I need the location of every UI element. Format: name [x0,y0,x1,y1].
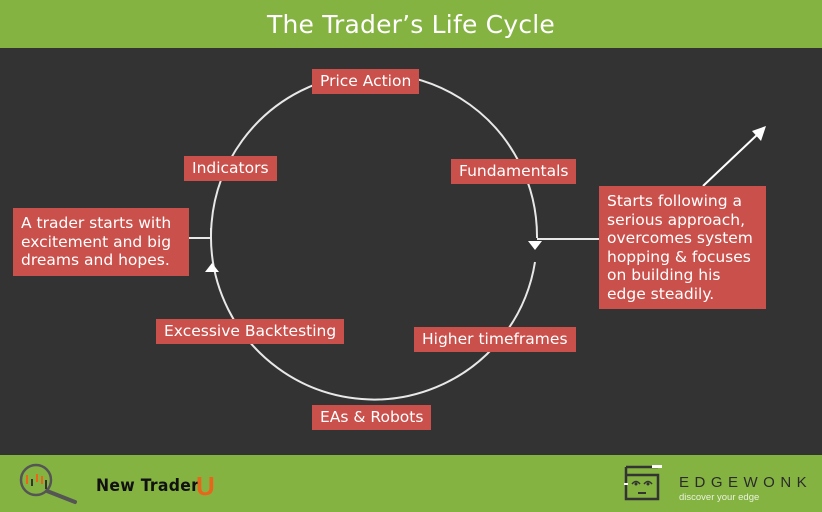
page-title: The Trader’s Life Cycle [266,9,555,39]
start-note: A trader starts with excitement and big … [13,208,189,276]
stage-higher-timeframes: Higher timeframes [414,327,576,352]
stage-excessive-backtesting: Excessive Backtesting [156,319,345,344]
title-bar: The Trader’s Life Cycle [0,0,822,48]
exit-arrow-line [702,133,759,187]
edgewonk-tagline: discover your edge [679,492,760,503]
footer-bar [0,455,822,512]
start-connector [188,228,212,239]
arrow-up-right-icon [752,126,766,141]
stage-price-action: Price Action [312,69,420,94]
stage-indicators: Indicators [184,156,277,181]
stage-eas-robots: EAs & Robots [312,405,432,430]
edgewonk-robot-logo-icon [624,465,662,501]
arrow-up-icon [205,263,219,272]
new-trader-u-logo-accent: U [196,471,215,501]
arrow-down-icon [528,241,542,250]
magnifier-chart-logo-icon [19,463,77,504]
stage-fundamentals: Fundamentals [451,159,577,184]
new-trader-u-logo-text: New Trader [96,476,200,496]
cycle-arc [210,72,539,401]
exit-note: Starts following a serious approach, ove… [599,186,766,309]
edgewonk-logo-text: EDGEWONK [679,474,813,491]
